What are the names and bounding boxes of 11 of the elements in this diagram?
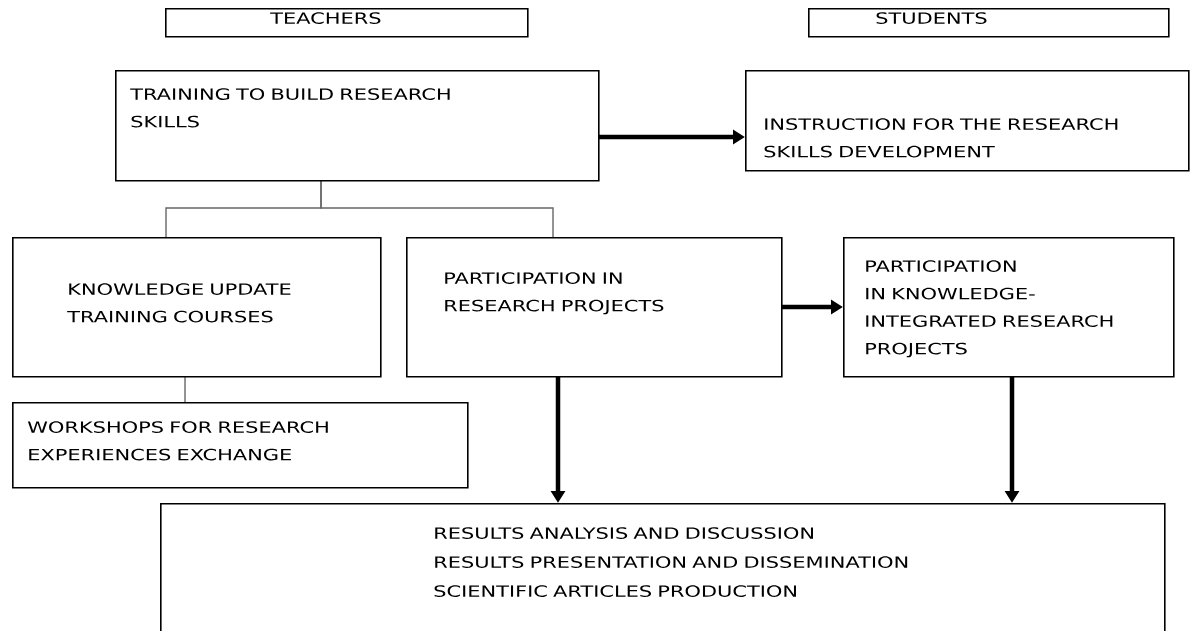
text-box: STUDENTS bbox=[808, 8, 1170, 38]
text-box: RESULTS ANALYSIS AND DISCUSSION RESULTS PRESENTATION AND DISSEMINATION SCIENTIFIC ARTICLES PRODUCTION bbox=[160, 503, 1166, 631]
connector-line bbox=[320, 179, 554, 238]
connector-line bbox=[184, 375, 186, 403]
text-box: TRAINING TO BUILD RESEARCH SKILLS bbox=[115, 70, 600, 182]
text-box: WORKSHOPS FOR RESEARCH EXPERIENCES EXCHANGE bbox=[12, 402, 469, 489]
text-box: PARTICIPATION IN RESEARCH PROJECTS bbox=[406, 237, 783, 378]
text-box: KNOWLEDGE UPDATE TRAINING COURSES bbox=[12, 237, 382, 378]
text-box: INSTRUCTION FOR THE RESEARCH SKILLS DEVELOPMENT bbox=[745, 70, 1190, 172]
text-box: TEACHERS bbox=[165, 8, 529, 38]
text-box: PARTICIPATION IN KNOWLEDGE-INTEGRATED RESEARCH PROJECTS bbox=[843, 237, 1175, 378]
